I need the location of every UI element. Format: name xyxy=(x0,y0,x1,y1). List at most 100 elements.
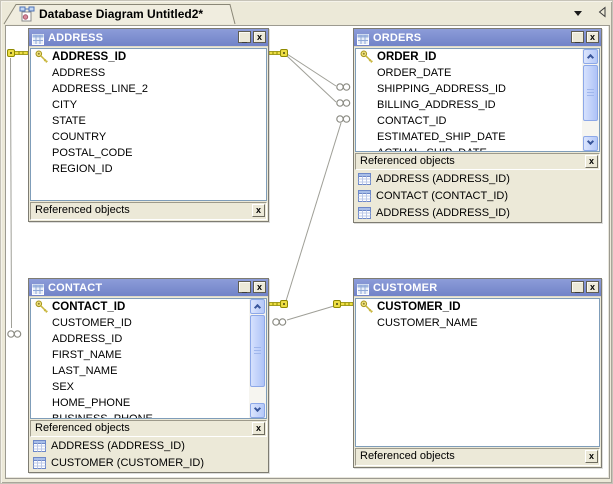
referenced-objects-bar[interactable]: Referenced objects x xyxy=(30,202,267,220)
customer-titlebar[interactable]: CUSTOMER _ x xyxy=(354,279,601,297)
close-button[interactable]: x xyxy=(253,281,266,293)
field-contact-id[interactable]: CONTACT_ID xyxy=(31,299,266,315)
scroll-down-button[interactable] xyxy=(250,403,265,418)
entity-title: ADDRESS xyxy=(48,31,104,44)
chevron-down-icon xyxy=(253,404,262,413)
chevron-down-icon xyxy=(574,11,582,16)
field-business-phone[interactable]: BUSINESS_PHONE xyxy=(52,413,153,419)
ref-item-address[interactable]: ADDRESS (ADDRESS_ID) xyxy=(29,438,268,455)
orders-titlebar[interactable]: ORDERS _ x xyxy=(354,29,601,47)
field-address-id[interactable]: ADDRESS_ID xyxy=(52,333,123,345)
minimize-button[interactable]: _ xyxy=(238,281,251,294)
field-customer-name[interactable]: CUSTOMER_NAME xyxy=(377,317,478,329)
minimize-button[interactable]: _ xyxy=(238,31,251,44)
scroll-up-button[interactable] xyxy=(250,299,265,314)
entity-window-contact: CONTACT _ x CONTACT_ID CUSTOMER_ID ADDRE… xyxy=(28,278,269,473)
field-billing-address-id[interactable]: BILLING_ADDRESS_ID xyxy=(377,99,496,111)
database-diagram-icon xyxy=(19,6,35,22)
close-referenced-objects-button[interactable]: x xyxy=(252,204,265,217)
field-customer-id[interactable]: CUSTOMER_ID xyxy=(356,299,599,315)
field-estimated-ship-date[interactable]: ESTIMATED_SHIP_DATE xyxy=(377,131,506,143)
field-home-phone[interactable]: HOME_PHONE xyxy=(52,397,131,409)
infinity-endpoint-orders-contact-icon xyxy=(336,115,351,123)
table-icon xyxy=(32,282,44,295)
primary-key-icon xyxy=(360,300,373,318)
tab-label: Database Diagram Untitled2* xyxy=(39,7,204,21)
close-referenced-objects-button[interactable]: x xyxy=(585,450,598,463)
field-address-id[interactable]: ADDRESS_ID xyxy=(31,49,266,65)
scroll-thumb[interactable] xyxy=(583,65,598,121)
ref-item-address-2[interactable]: ADDRESS (ADDRESS_ID) xyxy=(354,205,601,222)
vertical-scrollbar[interactable] xyxy=(249,299,266,418)
field-customer-id[interactable]: CUSTOMER_ID xyxy=(52,317,132,329)
field-order-date[interactable]: ORDER_DATE xyxy=(377,67,452,79)
primary-key-icon xyxy=(35,300,48,318)
ref-item-address-1[interactable]: ADDRESS (ADDRESS_ID) xyxy=(354,171,601,188)
close-button[interactable]: x xyxy=(586,281,599,293)
infinity-endpoint-contact-address-icon xyxy=(7,330,22,338)
field-actual-ship-date[interactable]: ACTUAL_SHIP_DATE xyxy=(356,145,599,151)
close-button[interactable]: x xyxy=(253,31,266,43)
field-shipping-address-id[interactable]: SHIPPING_ADDRESS_ID xyxy=(377,83,506,95)
ref-item-contact[interactable]: CONTACT (CONTACT_ID) xyxy=(354,188,601,205)
entity-title: CUSTOMER xyxy=(373,281,438,294)
relationship-contact-address-line[interactable] xyxy=(10,57,12,329)
field-order-id[interactable]: ORDER_ID xyxy=(356,49,599,65)
tab-database-diagram[interactable]: Database Diagram Untitled2* xyxy=(5,3,235,25)
field-state[interactable]: STATE xyxy=(52,115,86,127)
entity-title: CONTACT xyxy=(48,281,103,294)
relationship-orders-billing-address-line[interactable] xyxy=(286,55,337,103)
entity-window-orders: ORDERS _ x ORDER_ID ORDER_DATE SHIPPING_… xyxy=(353,28,602,223)
field-contact-id[interactable]: CONTACT_ID xyxy=(377,115,447,127)
contact-field-list: CONTACT_ID CUSTOMER_ID ADDRESS_ID FIRST_… xyxy=(30,298,267,419)
table-icon xyxy=(358,190,371,202)
tab-outline xyxy=(3,4,236,25)
document-tab-bar: Database Diagram Untitled2* xyxy=(3,3,610,25)
table-icon xyxy=(358,173,371,185)
field-region-id[interactable]: REGION_ID xyxy=(52,163,113,175)
table-icon xyxy=(358,207,371,219)
close-referenced-objects-button[interactable]: x xyxy=(252,422,265,435)
close-button[interactable]: x xyxy=(586,31,599,43)
address-titlebar[interactable]: ADDRESS _ x xyxy=(29,29,268,47)
field-postal-code[interactable]: POSTAL_CODE xyxy=(52,147,133,159)
address-field-list: ADDRESS_ID ADDRESS ADDRESS_LINE_2 CITY S… xyxy=(30,48,267,201)
infinity-endpoint-orders-shipping-icon xyxy=(336,83,351,91)
scroll-up-button[interactable] xyxy=(583,49,598,64)
infinity-endpoint-contact-customer-icon xyxy=(272,318,287,326)
vertical-scrollbar[interactable] xyxy=(582,49,599,151)
scroll-down-button[interactable] xyxy=(583,136,598,151)
field-address[interactable]: ADDRESS xyxy=(52,67,106,79)
relationship-contact-customer-line[interactable] xyxy=(286,305,335,321)
referenced-objects-bar[interactable]: Referenced objects x xyxy=(30,420,267,437)
minimize-button[interactable]: _ xyxy=(571,31,584,44)
field-address-line-2[interactable]: ADDRESS_LINE_2 xyxy=(52,83,148,95)
scroll-thumb[interactable] xyxy=(250,315,265,387)
field-first-name[interactable]: FIRST_NAME xyxy=(52,349,122,361)
entity-window-address: ADDRESS _ x ADDRESS_ID ADDRESS ADDRESS_L… xyxy=(28,28,269,222)
close-referenced-objects-button[interactable]: x xyxy=(585,155,598,168)
key-endpoint-contact-right-icon xyxy=(268,300,288,308)
field-country[interactable]: COUNTRY xyxy=(52,131,107,143)
relationship-orders-shipping-address-line[interactable] xyxy=(286,53,337,87)
triangle-left-icon xyxy=(598,6,606,18)
key-endpoint-address-left-icon xyxy=(7,49,29,57)
minimize-button[interactable]: _ xyxy=(571,281,584,294)
field-city[interactable]: CITY xyxy=(52,99,78,111)
tab-scroll-left-button[interactable] xyxy=(597,5,611,19)
infinity-endpoint-orders-billing-icon xyxy=(336,99,351,107)
referenced-objects-bar[interactable]: Referenced objects x xyxy=(355,153,600,170)
orders-field-list: ORDER_ID ORDER_DATE SHIPPING_ADDRESS_ID … xyxy=(355,48,600,152)
field-sex[interactable]: SEX xyxy=(52,381,75,393)
tab-list-dropdown-button[interactable] xyxy=(571,5,587,21)
referenced-objects-bar[interactable]: Referenced objects x xyxy=(355,448,600,466)
ref-item-customer[interactable]: CUSTOMER (CUSTOMER_ID) xyxy=(29,455,268,472)
contact-titlebar[interactable]: CONTACT _ x xyxy=(29,279,268,297)
relationship-orders-contact-line[interactable] xyxy=(285,122,342,302)
referenced-objects-list: ADDRESS (ADDRESS_ID) CUSTOMER (CUSTOMER_… xyxy=(29,437,268,472)
chevron-down-icon xyxy=(586,137,595,146)
field-last-name[interactable]: LAST_NAME xyxy=(52,365,118,377)
referenced-objects-list: ADDRESS (ADDRESS_ID) CONTACT (CONTACT_ID… xyxy=(354,170,601,222)
customer-field-list: CUSTOMER_ID CUSTOMER_NAME xyxy=(355,298,600,447)
